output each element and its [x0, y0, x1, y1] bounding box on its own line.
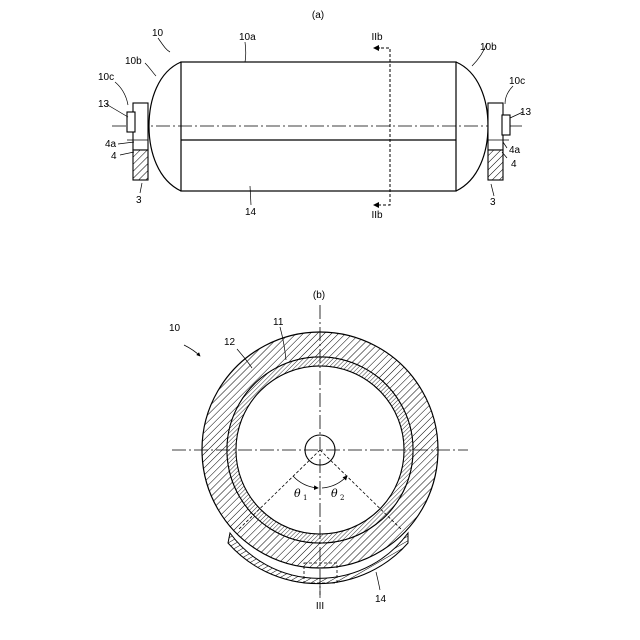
label-10-b: 10	[169, 323, 181, 334]
tank-left-dome	[149, 62, 181, 191]
left-boss-13	[127, 112, 135, 132]
view-a-leaders	[106, 38, 523, 205]
label-12: 12	[224, 337, 236, 348]
label-10b-right: 10b	[480, 42, 497, 53]
section-line-iib	[374, 48, 390, 205]
theta1-subscript: 1	[303, 494, 307, 502]
section-label-bottom: IIb	[371, 210, 383, 221]
label-10a: 10a	[239, 32, 256, 43]
label-13-left: 13	[98, 99, 110, 110]
label-10c-right: 10c	[509, 76, 525, 87]
view-b-title: (b)	[313, 290, 325, 301]
label-14-b: 14	[375, 594, 387, 605]
view-b: (b) θ 1 θ 2 III	[169, 290, 468, 612]
theta1-symbol: θ	[294, 487, 301, 500]
right-boss-13	[502, 115, 510, 135]
label-10c-left: 10c	[98, 72, 114, 83]
tank-cylinder-body	[181, 62, 456, 191]
label-4a-right: 4a	[509, 145, 521, 156]
right-support-assembly	[488, 103, 510, 180]
label-11: 11	[273, 317, 284, 328]
right-support-3	[488, 150, 503, 180]
view-a-title: (a)	[312, 10, 324, 21]
right-bracket-4	[488, 103, 503, 150]
tank-side-view	[149, 62, 488, 191]
label-4-left: 4	[111, 151, 117, 162]
label-14: 14	[245, 207, 257, 218]
left-support-3	[133, 150, 148, 180]
section-label-top: IIb	[371, 32, 383, 43]
label-4-right: 4	[511, 159, 517, 170]
left-support-assembly	[127, 103, 148, 180]
theta2-symbol: θ	[331, 487, 338, 500]
label-4a-left: 4a	[105, 139, 117, 150]
label-10: 10	[152, 28, 164, 39]
label-3-left: 3	[136, 195, 142, 206]
view-a: (a) IIb IIb	[98, 10, 532, 221]
label-13-right: 13	[520, 107, 532, 118]
label-3-right: 3	[490, 197, 496, 208]
label-iii: III	[316, 601, 324, 612]
label-10b-left: 10b	[125, 56, 142, 67]
tank-right-dome	[456, 62, 488, 191]
theta2-subscript: 2	[340, 494, 344, 502]
